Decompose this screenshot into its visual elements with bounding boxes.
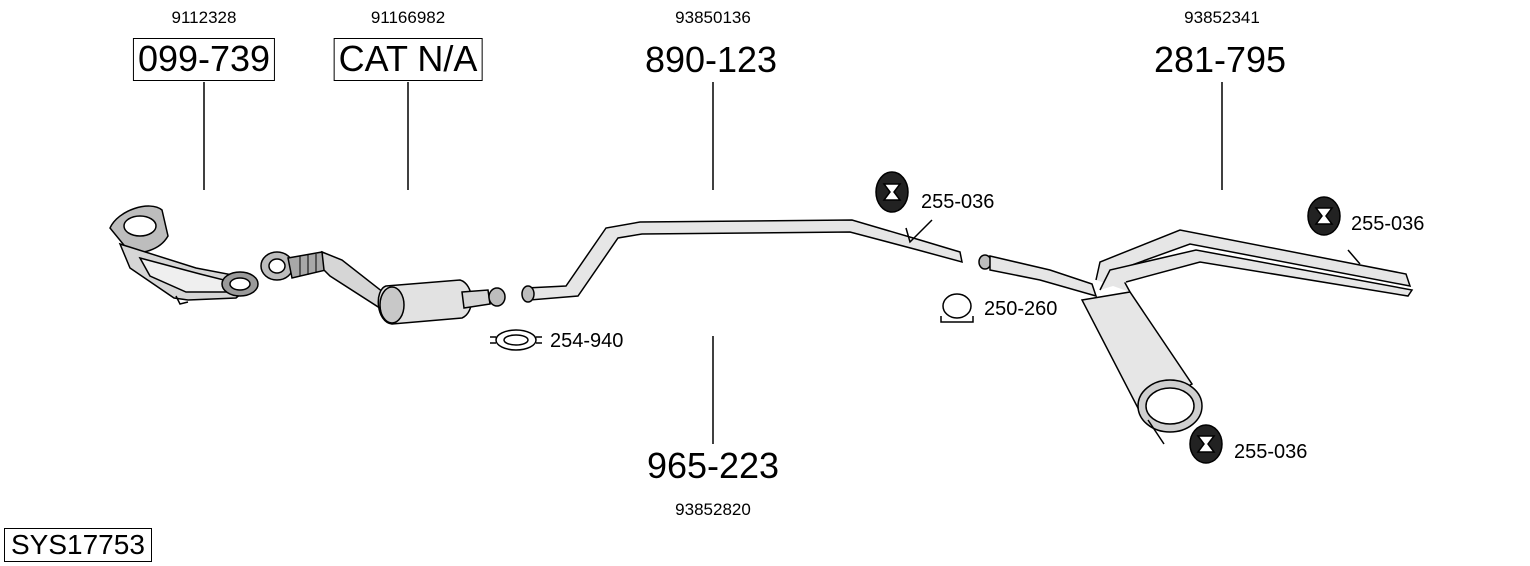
part-number-label[interactable]: 099-739: [132, 38, 276, 81]
oem-number: 93852820: [675, 500, 751, 519]
clamp-icon-254-940: [490, 329, 542, 351]
accessory-number-label[interactable]: 255-036: [1234, 441, 1308, 463]
clamp-icon-250-260: [940, 293, 974, 323]
middle-pipe-part: [521, 219, 963, 303]
accessory-number-label[interactable]: 255-036: [921, 191, 995, 213]
front-catalyst-part: [109, 205, 259, 305]
part-number-label[interactable]: CAT N/A: [333, 38, 483, 81]
part-number-label[interactable]: 890-123: [644, 39, 778, 80]
catalyst-pipe-part: [260, 250, 506, 325]
rubber-hanger-icon-2: [1307, 196, 1341, 236]
oem-number: 93852341: [1184, 8, 1260, 27]
oem-number: 93850136: [675, 8, 751, 27]
part-number-label[interactable]: 965-223: [646, 445, 780, 486]
oem-number: 91166982: [370, 8, 446, 27]
oem-number: 9112328: [171, 8, 237, 27]
rear-silencer-part: [978, 229, 1414, 445]
system-code-label: SYS17753: [4, 528, 152, 563]
rubber-hanger-icon-3: [1189, 424, 1223, 464]
accessory-number-label[interactable]: 250-260: [984, 298, 1058, 320]
part-number-label[interactable]: 281-795: [1153, 39, 1287, 80]
rubber-hanger-icon-1: [875, 171, 909, 213]
accessory-number-label[interactable]: 254-940: [550, 330, 624, 352]
accessory-number-label[interactable]: 255-036: [1351, 213, 1425, 235]
